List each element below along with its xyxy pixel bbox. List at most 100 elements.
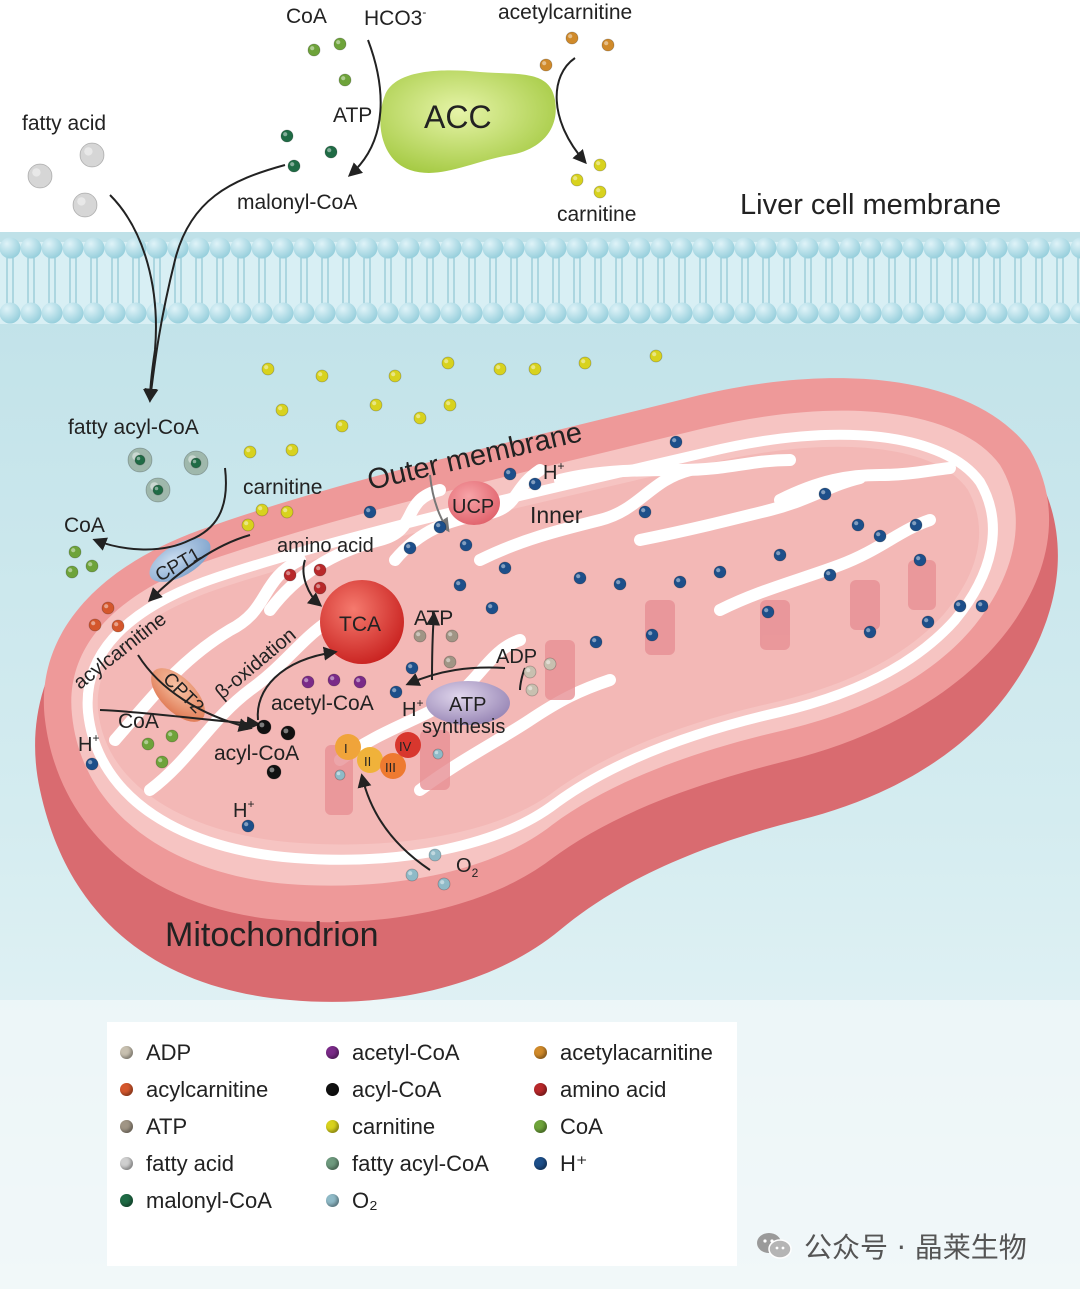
membrane-lipid-head [734,237,756,259]
h-plus-molecule [403,541,417,555]
cristae [109,454,956,796]
legend-item: amino acid [534,1071,713,1108]
legend-item: carnitine [326,1108,489,1145]
legend-swatch [120,1083,133,1096]
label-inner: Inner [530,502,583,528]
membrane-lipid-head [314,237,336,259]
label-h-left: H+ [78,731,99,756]
membrane-lipid-head [41,237,63,259]
h-plus-molecule [975,599,989,613]
membrane-lipid-head [986,302,1008,324]
legend-swatch [120,1120,133,1133]
label-acyl-coa: acyl-CoA [214,742,299,765]
membrane-lipid-head [209,302,231,324]
membrane-lipid-head [608,302,630,324]
label-acc: ACC [424,99,492,135]
membrane-lipid-head [860,302,882,324]
label-coa-inner: CoA [118,710,159,733]
legend-item: O₂ [326,1182,489,1219]
membrane-lipid-head [41,302,63,324]
h-plus-molecule [953,599,967,613]
membrane-lipid-head [776,302,798,324]
o2-molecule [432,748,444,760]
membrane-lipid-head [986,237,1008,259]
label-amino-acid: amino acid [277,535,374,557]
membrane-lipid-head [629,237,651,259]
legend-label: fatty acyl-CoA [352,1150,489,1176]
membrane-lipid-head [293,237,315,259]
label-atp-mid: ATP [414,607,453,630]
carnitine-molecule [315,369,329,383]
label-atp-synthesis-2: synthesis [422,716,505,738]
membrane-lipid-head [503,302,525,324]
membrane-lipid-head [20,237,42,259]
carnitine-molecule [578,356,592,370]
label-liver-cell-membrane: Liver cell membrane [740,189,1001,221]
carnitine-molecule [241,518,255,532]
o2-molecule [437,877,451,891]
cpt1-protein [149,538,211,582]
h-plus-molecule [528,477,542,491]
membrane-lipid-head [188,302,210,324]
carnitine-molecule [261,362,275,376]
fatty-acid-molecule [27,163,53,189]
membrane-lipid-head [881,302,903,324]
membrane-lipid-head [713,237,735,259]
atp-molecule [445,629,459,643]
coa-molecule [333,37,347,51]
h-plus-molecule [913,553,927,567]
membrane-lipid-head [293,302,315,324]
fatty-acyl-coa-core-molecule [134,454,146,466]
label-fatty-acyl-coa: fatty acyl-CoA [68,416,199,439]
legend-item: acylcarnitine [120,1071,272,1108]
legend-label: amino acid [560,1076,667,1102]
h-plus-molecule [673,575,687,589]
acylcarnitine-molecule [88,618,102,632]
h-plus-molecule [773,548,787,562]
membrane-lipid-head [650,302,672,324]
membrane-lipid-head [797,237,819,259]
membrane-lipid-head [650,237,672,259]
membrane-lipid-head [839,237,861,259]
label-atp-top: ATP [333,104,372,127]
carnitine-molecule [593,185,607,199]
carnitine-molecule [285,443,299,457]
membrane-lipid-head [209,237,231,259]
membrane-lipid-head [272,237,294,259]
membrane-lipid-head [692,237,714,259]
membrane-lipid-head [755,302,777,324]
pathway-arrows [92,39,587,871]
membrane-lipid-head [335,302,357,324]
h-plus-molecule [818,487,832,501]
amino-acid-molecule [313,581,327,595]
atp-synthase [426,681,510,725]
h-plus-molecule [433,520,447,534]
coa-molecule [155,755,169,769]
membrane-lipid-head [1049,302,1071,324]
label-fatty-acid: fatty acid [22,112,106,135]
carnitine-molecule [275,403,289,417]
membrane-lipid-head [839,302,861,324]
membrane-lipid-head [0,237,21,259]
acc-enzyme [380,70,556,173]
membrane-lipid-head [566,302,588,324]
h-plus-molecule [453,578,467,592]
membrane-lipid-head [104,237,126,259]
inner-membrane [82,429,998,865]
atp-molecule [443,655,457,669]
acetyl-coa-molecule [327,673,341,687]
membrane-lipid-head [230,302,252,324]
mitochondrion [35,378,1058,1002]
coa-molecule [165,729,179,743]
membrane-lipid-head [923,302,945,324]
legend-label: malonyl-CoA [146,1187,272,1213]
membrane-lipid-head [587,302,609,324]
label-hco3: HCO3- [364,5,426,30]
h-plus-molecule [389,685,403,699]
coa-molecule [65,565,79,579]
membrane-lipid-head [902,237,924,259]
membrane-lipid-head [1007,237,1029,259]
h-plus-molecule [921,615,935,629]
